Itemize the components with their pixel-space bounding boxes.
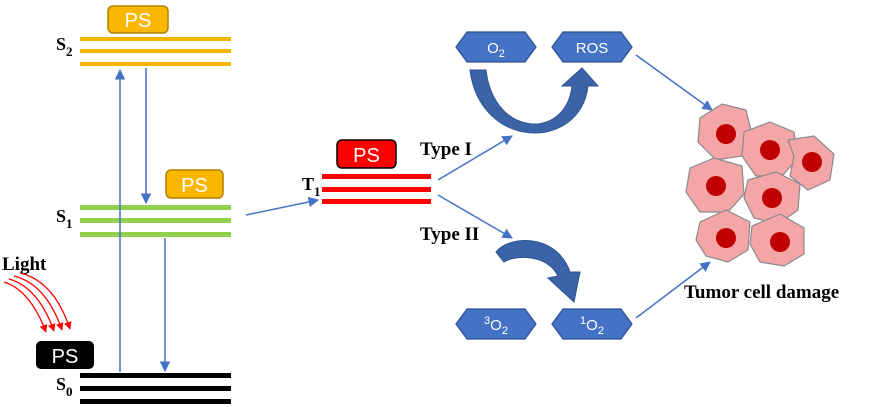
s2-label: S2 <box>56 34 73 59</box>
light-arrows <box>3 272 72 333</box>
hexagon-ros: ROS <box>551 31 633 63</box>
type2-arrow <box>437 194 513 239</box>
type2-label: Type II <box>420 224 479 245</box>
tumor-cell-cluster <box>685 103 835 267</box>
svg-text:PS: PS <box>181 175 208 197</box>
tumor-cell <box>787 135 835 191</box>
s1-level-lines <box>80 205 231 237</box>
hexagon-o2: O2 <box>455 31 537 63</box>
s2-level-lines <box>80 37 231 66</box>
ros-to-tumor-arrow <box>635 54 713 111</box>
tumor-cell <box>695 209 751 263</box>
singlet-to-tumor-arrow <box>635 261 711 319</box>
ps-box-s1: PS <box>165 169 224 199</box>
s1-label: S1 <box>56 206 73 231</box>
svg-text:3O2: 3O2 <box>484 315 508 337</box>
type1-label: Type I <box>420 139 472 160</box>
light-label: Light <box>2 254 47 275</box>
isc-arrow <box>245 196 320 216</box>
hexagon-singlet-o2: 1O2 <box>551 308 633 340</box>
curved-arrow-type1 <box>469 67 600 134</box>
t1-level-lines <box>322 174 431 204</box>
svg-text:O2: O2 <box>487 40 505 60</box>
ps-box-s2: PS <box>107 5 169 34</box>
type1-arrow <box>437 135 513 181</box>
svg-text:PS: PS <box>125 10 152 32</box>
tumor-cell <box>685 157 745 213</box>
s0-level-lines <box>80 373 231 404</box>
svg-text:PS: PS <box>52 346 79 368</box>
s0-label: S0 <box>56 374 73 399</box>
svg-text:ROS: ROS <box>576 40 609 57</box>
svg-text:1O2: 1O2 <box>580 315 604 337</box>
t1-label: T1 <box>302 174 321 199</box>
curved-arrow-type2 <box>495 240 581 303</box>
ps-box-s0: PS <box>36 341 94 369</box>
tumor-cell <box>741 121 799 177</box>
tumor-cell <box>743 171 801 225</box>
tumor-label: Tumor cell damage <box>684 282 839 303</box>
ps-box-t1: PS <box>336 139 397 169</box>
svg-text:PS: PS <box>353 145 380 167</box>
tumor-cell <box>749 213 805 267</box>
hexagon-triplet-o2: 3O2 <box>455 308 537 340</box>
